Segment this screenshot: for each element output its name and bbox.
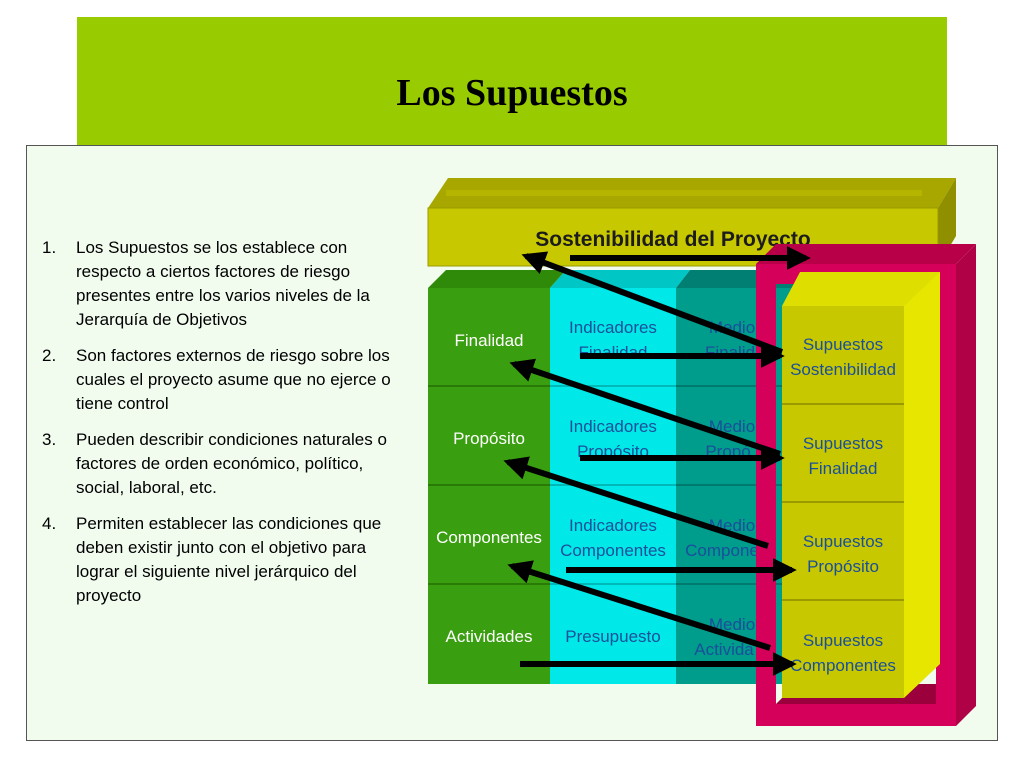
cell-actividades: Actividades bbox=[446, 627, 533, 646]
cell-presupuesto: Presupuesto bbox=[565, 627, 660, 646]
cell-supuestos-finalidad-1: Supuestos bbox=[803, 434, 883, 453]
arrow-supuestos-proposito-to-proposito bbox=[503, 456, 769, 549]
list-item: 4. Permiten establecer las condiciones qu… bbox=[42, 512, 414, 608]
list-number: 4. bbox=[42, 514, 57, 533]
list-text: Son factores externos de riesgo sobre lo… bbox=[76, 346, 391, 413]
header-label: Sostenibilidad del Proyecto bbox=[535, 228, 810, 251]
arrows bbox=[503, 246, 811, 676]
list-text: Pueden describir condiciones naturales o… bbox=[76, 430, 387, 497]
slide-title: Los Supuestos bbox=[396, 72, 628, 114]
list-text: Los Supuestos se los establece con respe… bbox=[76, 238, 370, 329]
list-item: 2. Son factores externos de riesgo sobre … bbox=[42, 344, 414, 416]
cell-supuestos-proposito-2: Propósito bbox=[807, 557, 879, 576]
cell-indicadores-finalidad-1: Indicadores bbox=[569, 318, 657, 337]
arrow-supuestos-componentes-to-componentes bbox=[507, 560, 771, 651]
list-number: 3. bbox=[42, 430, 57, 449]
cell-supuestos-sostenibilidad-2: Sostenibilidad bbox=[790, 360, 896, 379]
cell-indicadores-componentes-1: Indicadores bbox=[569, 516, 657, 535]
supuestos-column: Supuestos Sostenibilidad Supuestos Final… bbox=[782, 272, 940, 698]
list-item: 1. Los Supuestos se los establece con res… bbox=[42, 236, 414, 332]
objetivos-column: Finalidad Propósito Componentes Activida… bbox=[428, 288, 550, 684]
list-text: Permiten establecer las condiciones que … bbox=[76, 514, 382, 605]
cell-medio-finalidad-1: Medio bbox=[709, 318, 755, 337]
cell-indicadores-proposito-1: Indicadores bbox=[569, 417, 657, 436]
cell-indicadores-finalidad-2: Finalidad bbox=[579, 343, 648, 362]
cell-supuestos-sostenibilidad-1: Supuestos bbox=[803, 335, 883, 354]
title-band: Los Supuestos bbox=[77, 17, 947, 145]
cell-medio-finalidad-2: Finalid bbox=[705, 343, 755, 362]
cell-indicadores-componentes-2: Componentes bbox=[560, 541, 666, 560]
cell-supuestos-proposito-1: Supuestos bbox=[803, 532, 883, 551]
indicadores-column: Indicadores Finalidad Indicadores Propós… bbox=[550, 288, 676, 684]
cell-supuestos-componentes-1: Supuestos bbox=[803, 631, 883, 650]
list-number: 2. bbox=[42, 346, 57, 365]
list-number: 1. bbox=[42, 238, 57, 257]
cell-supuestos-finalidad-2: Finalidad bbox=[809, 459, 878, 478]
cell-medio-actividades-2: Activida bbox=[694, 640, 754, 659]
bullet-list: 1. Los Supuestos se los establece con res… bbox=[42, 236, 414, 620]
arrow-sostenibilidad-to-header bbox=[521, 251, 784, 355]
arrow-supuestos-finalidad-to-finalidad bbox=[509, 358, 781, 457]
cell-medio-componentes-2: Compone bbox=[685, 541, 759, 560]
cell-finalidad: Finalidad bbox=[455, 331, 524, 350]
cell-supuestos-componentes-2: Componentes bbox=[790, 656, 896, 675]
list-item: 3. Pueden describir condiciones naturales… bbox=[42, 428, 414, 500]
cell-proposito: Propósito bbox=[453, 429, 525, 448]
cell-componentes: Componentes bbox=[436, 528, 542, 547]
